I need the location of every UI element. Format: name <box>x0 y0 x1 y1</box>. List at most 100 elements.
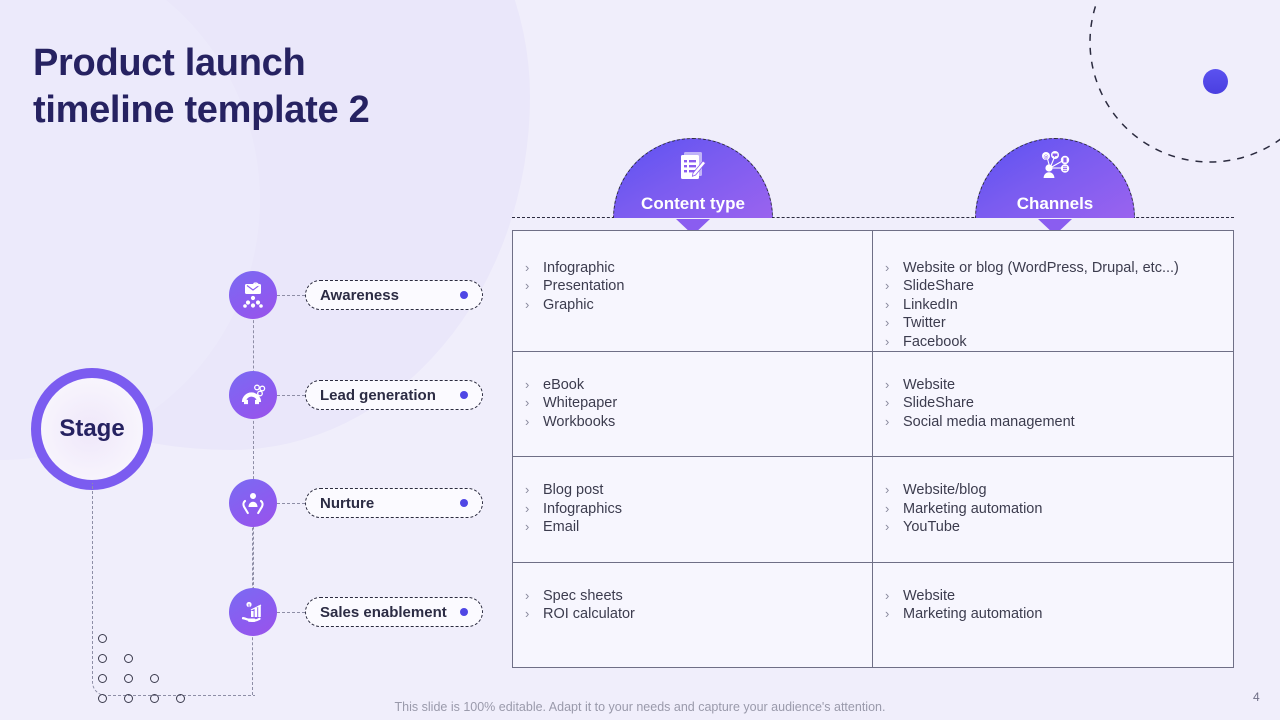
stage-pill-sales-enablement[interactable]: Sales enablement <box>305 597 483 627</box>
grid-dot <box>98 634 107 643</box>
cell-channels: ›Website/blog ›Marketing automation ›You… <box>873 457 1233 561</box>
chevron-right-icon: › <box>885 606 890 622</box>
chevron-right-icon: › <box>885 413 890 429</box>
stage-item-awareness[interactable]: Awareness <box>229 271 483 319</box>
chevron-right-icon: › <box>525 278 530 294</box>
stage-pill-lead-generation[interactable]: Lead generation <box>305 380 483 410</box>
grid-dot <box>98 694 107 703</box>
table-row: ›eBook ›Whitepaper ›Workbooks ›Website ›… <box>513 352 1233 458</box>
hands-holding-person-icon <box>229 479 277 527</box>
list-item: › SlideShare <box>885 277 1233 295</box>
dot-grid-decoration <box>98 634 185 714</box>
cell-content-type: › Infographic › Presentation › Graphic <box>513 231 873 352</box>
stage-pill-label: Nurture <box>320 494 375 512</box>
chevron-right-icon: › <box>525 413 530 429</box>
chevron-right-icon: › <box>525 395 530 411</box>
stage-connector <box>277 611 305 613</box>
cell-channels: › Website or blog (WordPress, Drupal, etc… <box>873 231 1233 351</box>
chevron-right-icon: › <box>885 315 890 331</box>
table-row: ›Spec sheets ›ROI calculator ›Website › M… <box>513 562 1233 668</box>
chevron-right-icon: › <box>885 260 890 275</box>
stage-connector <box>277 502 305 504</box>
content-channel-table: ›Infographic ›Presentation ›Graphic ›Web… <box>512 230 1234 668</box>
stage-connector <box>277 394 305 396</box>
column-header-channels[interactable]: @ Channels <box>975 138 1135 235</box>
table-row: › Infographic › Presentation › Graphic › Web… <box>513 231 1233 353</box>
stage-pill-dot <box>460 291 468 299</box>
list-item-label: SlideShare <box>903 395 974 412</box>
table-row: › Blog post › Infographics ›Email ›Website… <box>513 457 1233 563</box>
chevron-right-icon: › <box>885 278 890 294</box>
stage-pill-awareness[interactable]: Awareness <box>305 280 483 310</box>
stage-item-nurture[interactable]: Nurture <box>229 479 483 527</box>
page-title: Product launch timeline template 2 <box>33 40 493 134</box>
list-item: ›Website <box>885 587 1233 605</box>
magnet-icon <box>229 371 277 419</box>
list-item: ›Marketing automation <box>885 500 1233 518</box>
list-item: ›SlideShare <box>885 394 1233 412</box>
list-item-label: Website or blog (WordPress, Drupal, etc.… <box>903 260 1179 276</box>
hand-growth-chart-icon: $ <box>229 588 277 636</box>
list-item-label: Presentation <box>543 278 625 295</box>
column-header-title: Channels <box>1016 194 1094 213</box>
chevron-right-icon: › <box>525 260 530 275</box>
arc-accent-dot <box>1203 69 1228 94</box>
list-item-label: Website <box>903 377 956 394</box>
stage-pill-nurture[interactable]: Nurture <box>305 488 483 518</box>
list-item: ›eBook <box>525 376 872 394</box>
cell-content-type: ›eBook ›Whitepaper ›Workbooks <box>513 352 873 457</box>
stage-pill-dot <box>460 499 468 507</box>
list-item-label: Twitter <box>903 315 946 332</box>
timeline-spine-corner <box>92 483 255 696</box>
list-item: › Workbooks <box>525 413 872 431</box>
column-header-content-type[interactable]: Content type <box>613 138 773 235</box>
list-item: ›Website/blog <box>885 481 1233 499</box>
dome-shape: @ Channels <box>975 138 1135 235</box>
list-item: › Twitter <box>885 314 1233 332</box>
list-item-label: Blog post <box>543 482 604 499</box>
chevron-right-icon: › <box>885 482 890 498</box>
list-item-label: Marketing automation <box>903 500 1043 517</box>
list-item: › Facebook <box>885 333 1233 351</box>
grid-dot <box>176 694 185 703</box>
list-item: ›Spec sheets <box>525 587 872 605</box>
list-item-label: Infographics <box>543 500 622 517</box>
list-item-label: Infographic <box>543 260 615 276</box>
list-item: › YouTube <box>885 518 1233 536</box>
chevron-right-icon: › <box>885 296 890 312</box>
stage-item-lead-generation[interactable]: Lead generation <box>229 371 483 419</box>
cell-channels: › Website ›SlideShare › Social media manag… <box>873 352 1233 456</box>
list-item-label: Social media management <box>903 413 1075 430</box>
svg-text:@: @ <box>1044 154 1049 160</box>
document-checklist-icon <box>676 149 710 188</box>
chevron-right-icon: › <box>885 519 890 535</box>
list-item-label: Workbooks <box>543 413 616 430</box>
megaphone-audience-icon <box>229 271 277 319</box>
list-item-label: LinkedIn <box>903 296 958 313</box>
page-title-line-2: timeline template 2 <box>33 89 370 131</box>
dashed-arc-decoration <box>1089 0 1280 163</box>
chevron-right-icon: › <box>525 606 530 622</box>
chevron-right-icon: › <box>885 333 890 349</box>
stage-pill-label: Awareness <box>320 286 399 304</box>
list-item-label: YouTube <box>903 519 960 536</box>
list-item-label: Graphic <box>543 296 594 313</box>
list-item: › Infographic <box>525 259 872 277</box>
grid-dot <box>124 694 133 703</box>
cell-content-type: ›Spec sheets ›ROI calculator <box>513 562 873 668</box>
list-item: ›Email <box>525 518 872 536</box>
stage-item-sales-enablement[interactable]: $ Sales enablement <box>229 588 483 636</box>
list-item-label: Facebook <box>903 333 967 350</box>
list-item-label: SlideShare <box>903 278 974 295</box>
list-item-label: Marketing automation <box>903 606 1043 623</box>
list-item: ›ROI calculator <box>525 605 872 623</box>
page-number: 4 <box>1253 690 1260 704</box>
list-item: ›Whitepaper <box>525 394 872 412</box>
list-item: › Website or blog (WordPress, Drupal, etc… <box>885 259 1233 277</box>
list-item: › Presentation <box>525 277 872 295</box>
chevron-right-icon: › <box>525 482 530 498</box>
grid-dot <box>124 654 133 663</box>
chevron-right-icon: › <box>885 377 890 393</box>
list-item-label: eBook <box>543 377 585 394</box>
cell-channels: ›Website › Marketing automation <box>873 563 1233 667</box>
